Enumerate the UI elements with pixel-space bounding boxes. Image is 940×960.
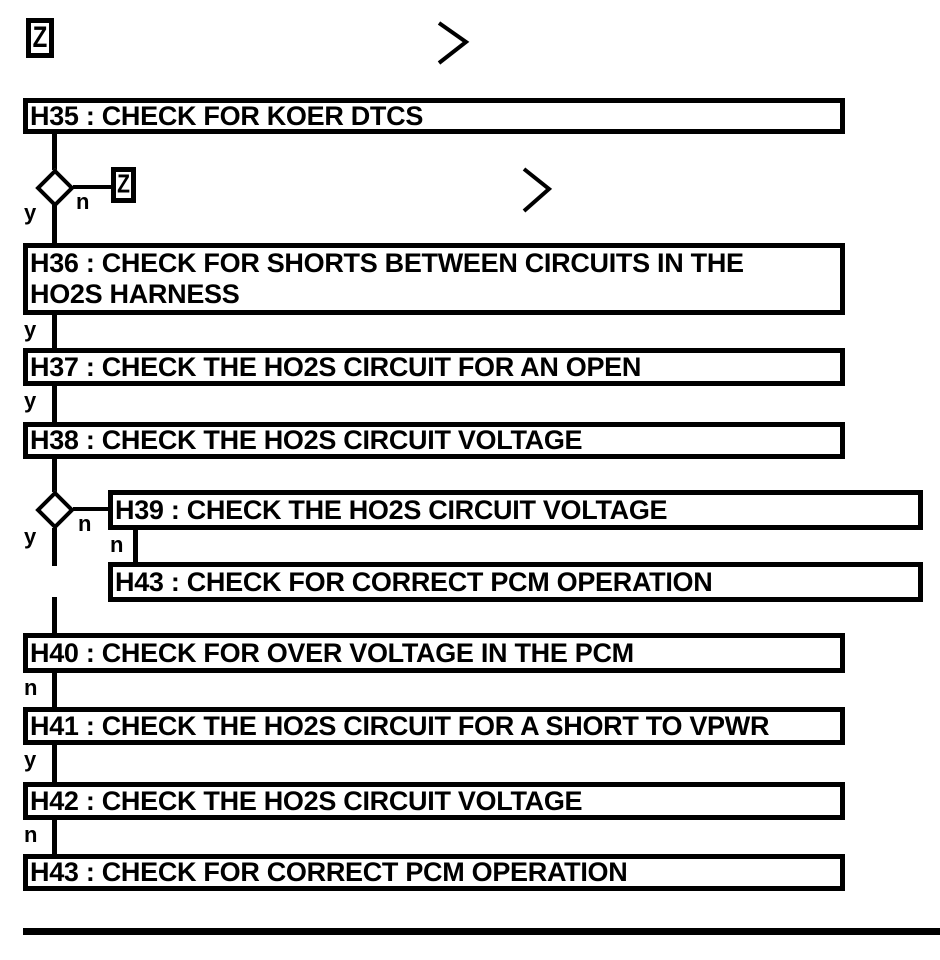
branch-label-yes: y (24, 200, 37, 225)
offpage-connector-z-top: Z (26, 18, 54, 58)
flow-line-h38-decision2 (52, 457, 57, 492)
flow-step-h35: H35 : CHECK FOR KOER DTCS (23, 98, 845, 134)
flow-step-h43-main: H43 : CHECK FOR CORRECT PCM OPERATION (23, 854, 845, 891)
flow-step-h36: H36 : CHECK FOR SHORTS BETWEEN CIRCUITS … (23, 243, 845, 315)
offpage-connector-z-branch: Z (111, 167, 136, 203)
flow-step-label: H43 : CHECK FOR CORRECT PCM OPERATION (30, 857, 628, 887)
flow-line-h41-h42 (52, 743, 57, 784)
flow-step-h41: H41 : CHECK THE HO2S CIRCUIT FOR A SHORT… (23, 707, 845, 745)
offpage-connector-label: Z (32, 20, 48, 55)
flow-step-h38: H38 : CHECK THE HO2S CIRCUIT VOLTAGE (23, 422, 845, 459)
branch-label-yes: y (24, 524, 37, 549)
flow-step-label: H39 : CHECK THE HO2S CIRCUIT VOLTAGE (115, 494, 668, 525)
branch-label-no: n (24, 675, 38, 700)
branch-label-no: n (76, 189, 90, 214)
page-divider (23, 928, 940, 935)
flow-line-decision1-h36 (52, 205, 57, 245)
flow-line-h42-h43 (52, 818, 57, 856)
flow-step-label: H42 : CHECK THE HO2S CIRCUIT VOLTAGE (30, 785, 583, 816)
branch-label-no: n (24, 822, 38, 847)
flow-line-decision2-h40-a (52, 528, 57, 566)
flow-line-h37-h38 (52, 384, 57, 424)
offpage-connector-label: Z (117, 170, 130, 199)
decision-diamond-1 (35, 168, 75, 208)
branch-label-yes: y (24, 747, 37, 772)
flow-step-label: H40 : CHECK FOR OVER VOLTAGE IN THE PCM (30, 637, 634, 668)
branch-label-yes: y (24, 388, 37, 413)
flow-step-h42: H42 : CHECK THE HO2S CIRCUIT VOLTAGE (23, 782, 845, 820)
flow-line-decision1-z (73, 185, 113, 189)
flow-step-label: H35 : CHECK FOR KOER DTCS (30, 100, 424, 131)
flow-line-decision2-h39 (73, 507, 111, 511)
chevron-right-icon (437, 21, 470, 65)
flow-line-h36-h37 (52, 313, 57, 350)
flow-step-h39: H39 : CHECK THE HO2S CIRCUIT VOLTAGE (108, 490, 923, 530)
decision-diamond-2 (35, 490, 75, 530)
flow-line-h40-h41 (52, 671, 57, 709)
flow-step-h37: H37 : CHECK THE HO2S CIRCUIT FOR AN OPEN (23, 348, 845, 386)
flow-step-label: H43 : CHECK FOR CORRECT PCM OPERATION (115, 566, 713, 597)
flow-line-decision2-h40-b (52, 597, 57, 635)
flow-step-label: H41 : CHECK THE HO2S CIRCUIT FOR A SHORT… (30, 710, 770, 741)
chevron-right-icon (522, 167, 553, 213)
branch-label-no: n (110, 532, 124, 557)
flow-step-label: H36 : CHECK FOR SHORTS BETWEEN CIRCUITS … (30, 248, 744, 309)
flow-step-h40: H40 : CHECK FOR OVER VOLTAGE IN THE PCM (23, 633, 845, 673)
flow-step-label: H37 : CHECK THE HO2S CIRCUIT FOR AN OPEN (30, 351, 642, 382)
branch-label-no: n (78, 511, 92, 536)
flow-step-h43-branch: H43 : CHECK FOR CORRECT PCM OPERATION (108, 562, 923, 602)
flow-line-h39-h43 (133, 528, 138, 564)
branch-label-yes: y (24, 317, 37, 342)
flow-step-label: H38 : CHECK THE HO2S CIRCUIT VOLTAGE (30, 425, 583, 455)
flow-line-h35-decision1 (52, 132, 57, 170)
